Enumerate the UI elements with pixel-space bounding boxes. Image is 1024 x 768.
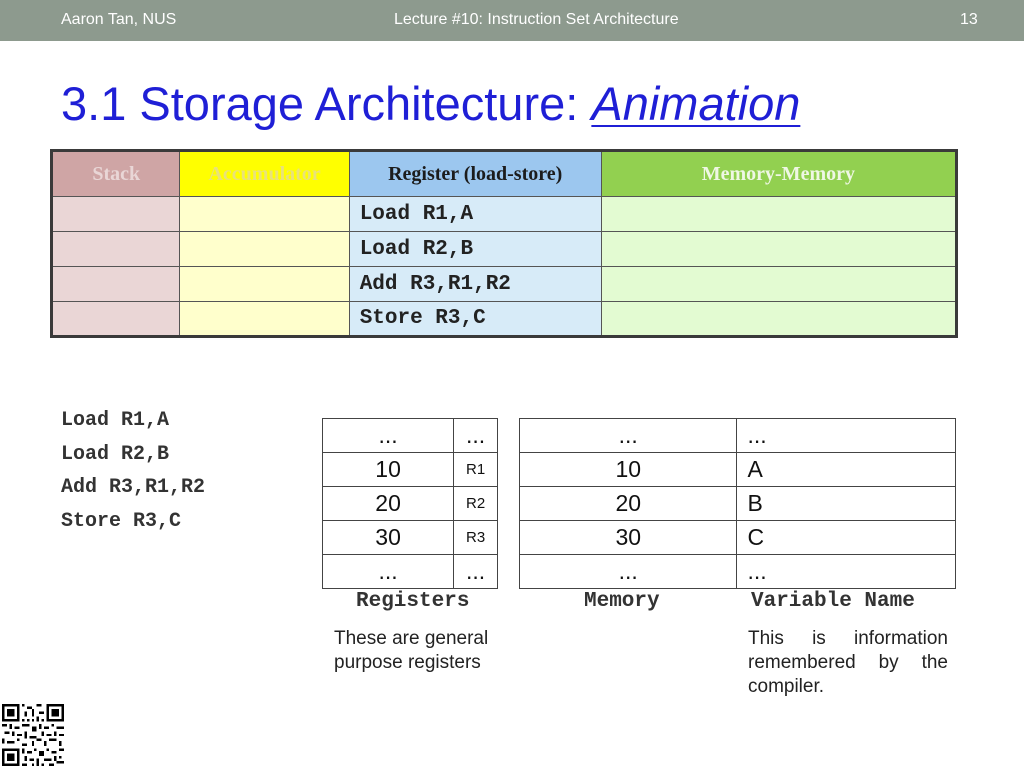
slide-header: Aaron Tan, NUS Lecture #10: Instruction … <box>0 0 1024 41</box>
cell-memory-memory <box>600 231 958 267</box>
memory-value: 20 <box>518 486 738 521</box>
table-row: ...... <box>321 554 498 589</box>
header-stack: Stack <box>50 150 181 197</box>
registers-note: These are general purpose registers <box>334 628 489 673</box>
title-emphasis: Animation <box>591 77 801 130</box>
storage-architecture-table: Stack Accumulator Register (load-store) … <box>50 149 958 338</box>
register-value: 20 <box>321 486 455 521</box>
code-line: Add R3,R1,R2 <box>61 476 206 499</box>
cell-accumulator <box>179 266 350 302</box>
header-lecture: Lecture #10: Instruction Set Architectur… <box>394 11 679 28</box>
memory-value: ... <box>518 554 738 589</box>
table-row: Store R3,C <box>50 301 958 337</box>
code-line: Store R3,C <box>61 509 182 533</box>
memory-value: 30 <box>518 520 738 555</box>
cell-stack <box>50 301 181 337</box>
cell-memory-memory <box>600 301 958 337</box>
qr-code-icon <box>2 704 64 766</box>
cell-accumulator <box>179 196 350 232</box>
table-row: Load R1,A <box>50 196 958 232</box>
variable-name-caption: Variable Name <box>751 590 915 613</box>
cell-memory-memory <box>600 266 958 302</box>
variable-name: ... <box>736 418 956 453</box>
register-name: R3 <box>453 520 498 555</box>
slide-title: 3.1 Storage Architecture: Animation <box>61 76 800 132</box>
cell-register: Load R1,A <box>348 196 602 232</box>
register-name: ... <box>453 554 498 589</box>
cell-accumulator <box>179 301 350 337</box>
variable-note: This is information remembered by the co… <box>748 628 948 697</box>
header-register: Register (load-store) <box>348 150 602 197</box>
cell-register: Load R2,B <box>348 231 602 267</box>
table-header-row: Stack Accumulator Register (load-store) … <box>50 150 958 197</box>
variable-name: ... <box>736 554 956 589</box>
cell-stack <box>50 196 181 232</box>
register-value: 30 <box>321 520 455 555</box>
cell-register: Store R3,C <box>348 301 602 337</box>
code-listing: Load R1,A Load R2,B Add R3,R1,R2 Store R… <box>61 404 205 538</box>
memory-caption: Memory <box>584 590 660 613</box>
header-memory-memory: Memory-Memory <box>600 150 958 197</box>
register-value: 10 <box>321 452 455 487</box>
register-value: ... <box>321 554 455 589</box>
code-line: Load R1,A <box>61 409 170 432</box>
page-number: 13 <box>960 11 978 28</box>
code-line: Load R2,B <box>61 442 170 466</box>
cell-stack <box>50 266 181 302</box>
header-author: Aaron Tan, NUS <box>61 11 177 28</box>
variable-name: A <box>736 452 956 487</box>
cell-memory-memory <box>600 196 958 232</box>
memory-value: ... <box>518 418 738 453</box>
cell-stack <box>50 231 181 267</box>
register-name: R1 <box>453 452 498 487</box>
variable-name: C <box>736 520 956 555</box>
cell-register: Add R3,R1,R2 <box>348 266 602 302</box>
table-row: Add R3,R1,R2 <box>50 266 958 302</box>
register-value: ... <box>321 418 455 453</box>
table-row: ...... <box>518 418 956 453</box>
table-row: Load R2,B <box>50 231 958 267</box>
header-accumulator: Accumulator <box>179 150 350 197</box>
register-name: ... <box>453 418 498 453</box>
title-main: 3.1 Storage Architecture: <box>61 77 592 130</box>
registers-caption: Registers <box>356 590 470 613</box>
table-row: ...... <box>321 418 498 453</box>
table-row: ...... <box>518 554 956 589</box>
cell-accumulator <box>179 231 350 267</box>
memory-value: 10 <box>518 452 738 487</box>
variable-name: B <box>736 486 956 521</box>
register-name: R2 <box>453 486 498 521</box>
